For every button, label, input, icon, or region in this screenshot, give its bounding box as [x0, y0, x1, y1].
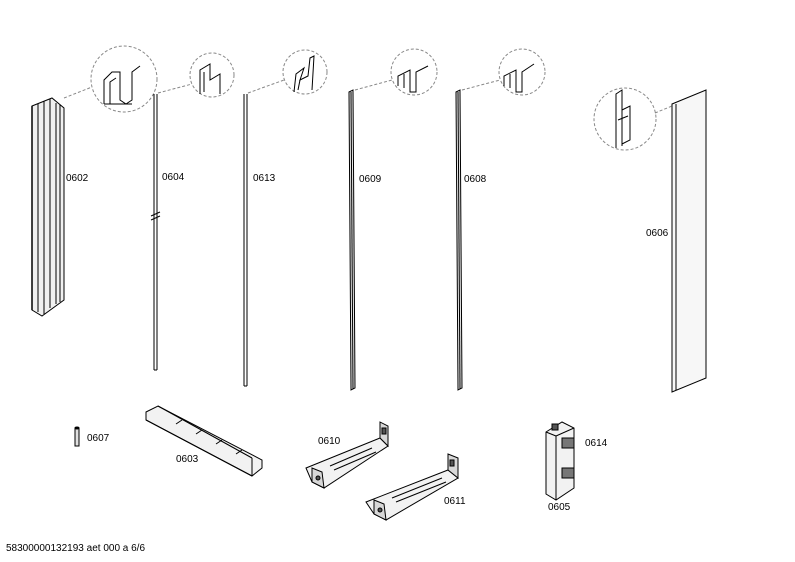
part-label-0611: 0611: [444, 496, 466, 507]
part-0607-pin: [74, 426, 80, 447]
part-label-0607: 0607: [87, 433, 110, 444]
part-0611-bracket: [365, 453, 459, 521]
part-label-0609: 0609: [359, 174, 382, 185]
part-label-0603: 0603: [176, 454, 199, 465]
detail-circle-0613: [247, 49, 328, 95]
part-0604-bar: [150, 94, 161, 371]
detail-circle-0609: [354, 48, 438, 96]
footer-document-id: 58300000132193 aet 000 a 6/6: [6, 543, 146, 554]
part-0614-clip: [551, 423, 575, 479]
part-0608-bar: [455, 89, 463, 391]
detail-circle-0604: [157, 52, 235, 98]
detail-circle-0602: [63, 45, 158, 113]
detail-circle-0608: [461, 48, 546, 96]
part-label-0604: 0604: [162, 172, 185, 183]
part-0605-hinge-block: [545, 421, 575, 501]
part-label-0614: 0614: [585, 438, 608, 449]
part-0606-panel: [671, 89, 707, 393]
part-0602-profile: [31, 97, 65, 317]
part-label-0606: 0606: [646, 228, 669, 239]
part-label-0602: 0602: [66, 173, 89, 184]
part-0603-rail: [145, 405, 263, 477]
part-label-0605: 0605: [548, 502, 571, 513]
part-0610-bracket: [305, 421, 389, 489]
part-0613-bar: [243, 94, 248, 387]
part-0609-bar: [348, 89, 356, 391]
part-label-0613: 0613: [253, 173, 276, 184]
part-label-0608: 0608: [464, 174, 487, 185]
part-label-0610: 0610: [318, 436, 341, 447]
detail-circle-0606: [593, 87, 673, 151]
